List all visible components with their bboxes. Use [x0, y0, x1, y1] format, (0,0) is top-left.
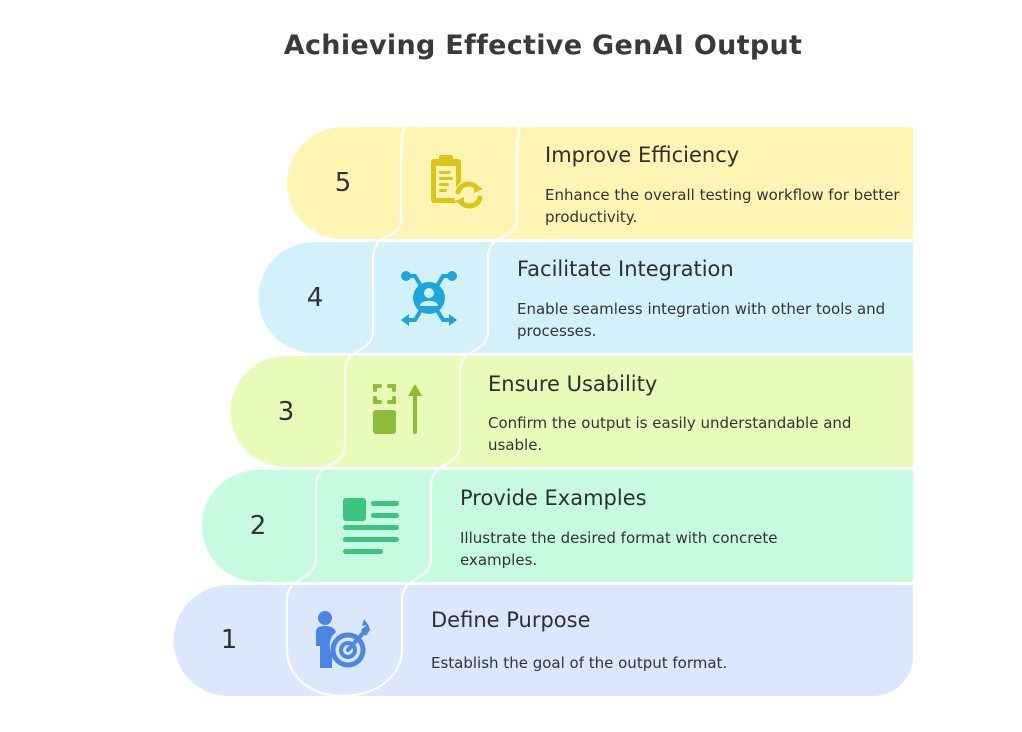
- step-1-title: Define Purpose: [431, 608, 591, 632]
- step-3-number: 3: [277, 397, 295, 427]
- step-2-number: 2: [249, 511, 267, 541]
- step-4-description: Enable seamless integration with other t…: [517, 300, 886, 340]
- step-4-number: 4: [306, 283, 324, 313]
- step-2-title: Provide Examples: [460, 486, 647, 510]
- step-1-pill: [173, 585, 914, 696]
- divider-lines: [285, 126, 522, 698]
- step-1-description: Establish the goal of the output format.: [431, 654, 728, 672]
- step-4-title: Facilitate Integration: [517, 257, 734, 281]
- step-1-number: 1: [220, 625, 238, 655]
- integration-hub-icon: [401, 271, 457, 326]
- step-5-description: Enhance the overall testing workflow for…: [545, 186, 900, 226]
- step-3-title: Ensure Usability: [488, 372, 658, 396]
- clipboard-refresh-icon: [431, 155, 484, 210]
- scale-up-icon: [373, 384, 422, 434]
- article-layout-icon: [343, 498, 399, 554]
- diagram-title: Achieving Effective GenAI Output: [283, 30, 803, 61]
- person-target-icon: [316, 611, 370, 668]
- step-5-title: Improve Efficiency: [545, 143, 740, 167]
- step-3-description: Confirm the output is easily understanda…: [488, 414, 852, 454]
- step-2-description: Illustrate the desired format with concr…: [460, 529, 778, 569]
- step-3-pill: [230, 356, 914, 467]
- step-4-pill: [258, 242, 913, 353]
- step-5-number: 5: [334, 168, 352, 198]
